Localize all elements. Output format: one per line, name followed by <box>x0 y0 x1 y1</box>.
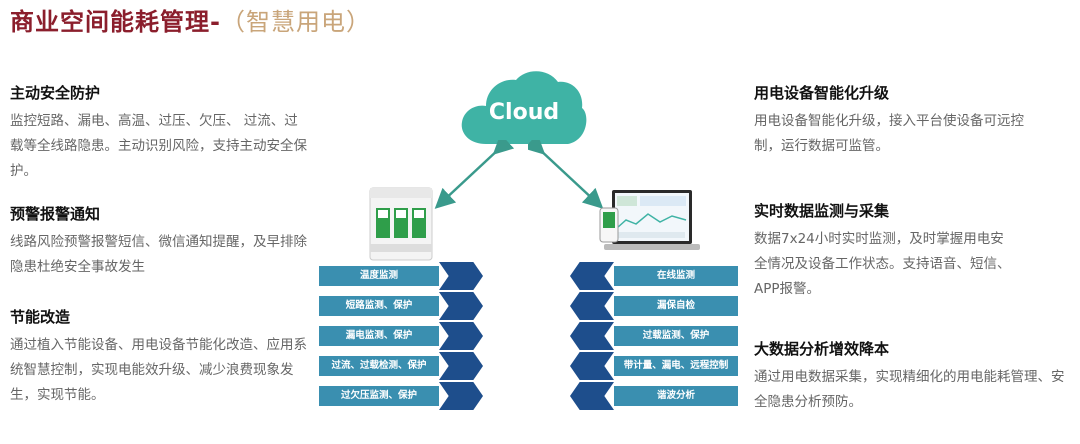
title-sub: （智慧用电） <box>220 8 371 36</box>
feature-title: 节能改造 <box>10 308 71 326</box>
hexagon-icon <box>439 352 483 380</box>
feature-desc: 通过植入节能设备、用电设备节能化改造、应用系统智慧控制，实现电能效升级、减少浪费… <box>10 337 307 403</box>
laptop-dashboard-image <box>596 188 706 260</box>
list-item: 谐波分析 <box>570 382 738 410</box>
feature-device-upgrade: 用电设备智能化升级 用电设备智能化升级，接入平台使设备可远控制，运行数据可监管。 <box>754 82 1044 159</box>
feature-alarm-notify: 预警报警通知 线路风险预警报警短信、微信通知提醒，及早排除隐患杜绝安全事故发生 <box>10 203 310 280</box>
hexagon-icon <box>570 382 614 410</box>
title-main: 商业空间能耗管理- <box>10 8 221 36</box>
right-bar-label: 过载监测、保护 <box>614 326 738 346</box>
feature-energy-saving: 节能改造 通过植入节能设备、用电设备节能化改造、应用系统智慧控制，实现电能效升级… <box>10 306 310 408</box>
left-bar-label: 漏电监测、保护 <box>319 326 439 346</box>
list-item: 短路监测、保护 <box>319 292 483 320</box>
list-item: 带计量、漏电、远程控制 <box>570 352 738 380</box>
left-bar-label: 短路监测、保护 <box>319 296 439 316</box>
right-bar-label: 谐波分析 <box>614 386 738 406</box>
feature-title: 用电设备智能化升级 <box>754 84 890 102</box>
feature-desc: 数据7x24小时实时监测，及时掌握用电安全情况及设备工作状态。支持语音、短信、A… <box>754 231 1011 297</box>
left-bar-label: 温度监测 <box>319 266 439 286</box>
feature-title: 预警报警通知 <box>10 205 101 223</box>
hexagon-icon <box>570 322 614 350</box>
feature-title: 大数据分析增效降本 <box>754 340 890 358</box>
hexagon-icon <box>570 352 614 380</box>
hexagon-icon <box>439 262 483 290</box>
circuit-breaker-image <box>366 186 436 266</box>
list-item: 漏保自检 <box>570 292 738 320</box>
feature-active-protection: 主动安全防护 监控短路、漏电、高温、过压、欠压、 过流、过载等全线路隐患。主动识… <box>10 82 310 184</box>
right-bar-label: 在线监测 <box>614 266 738 286</box>
feature-title: 实时数据监测与采集 <box>754 202 890 220</box>
hexagon-icon <box>439 382 483 410</box>
feature-desc: 线路风险预警报警短信、微信通知提醒，及早排除隐患杜绝安全事故发生 <box>10 234 307 275</box>
list-item: 过流、过载检测、保护 <box>319 352 483 380</box>
hexagon-icon <box>439 322 483 350</box>
feature-title: 主动安全防护 <box>10 84 101 102</box>
feature-desc: 用电设备智能化升级，接入平台使设备可远控制，运行数据可监管。 <box>754 113 1024 154</box>
left-bar-label: 过流、过载检测、保护 <box>319 356 439 376</box>
feature-desc: 监控短路、漏电、高温、过压、欠压、 过流、过载等全线路隐患。主动识别风险，支持主… <box>10 113 307 179</box>
list-item: 温度监测 <box>319 262 483 290</box>
hexagon-icon <box>439 292 483 320</box>
right-bar-label: 漏保自检 <box>614 296 738 316</box>
hexagon-icon <box>570 292 614 320</box>
feature-realtime-monitor: 实时数据监测与采集 数据7x24小时实时监测，及时掌握用电安全情况及设备工作状态… <box>754 200 1014 302</box>
hexagon-icon <box>570 262 614 290</box>
right-bar-label: 带计量、漏电、远程控制 <box>614 356 738 376</box>
page-title: 商业空间能耗管理-（智慧用电） <box>10 2 371 37</box>
cloud-icon: Cloud <box>458 66 590 150</box>
list-item: 过欠压监测、保护 <box>319 382 483 410</box>
feature-desc: 通过用电数据采集，实现精细化的用电能耗管理、安全隐患分析预防。 <box>754 369 1065 410</box>
cloud-label: Cloud <box>488 100 560 125</box>
list-item: 在线监测 <box>570 262 738 290</box>
left-bar-label: 过欠压监测、保护 <box>319 386 439 406</box>
double-arrow-left-icon <box>434 140 515 209</box>
list-item: 漏电监测、保护 <box>319 322 483 350</box>
double-arrow-right-icon <box>528 140 604 209</box>
feature-bigdata-analysis: 大数据分析增效降本 通过用电数据采集，实现精细化的用电能耗管理、安全隐患分析预防… <box>754 338 1074 415</box>
list-item: 过载监测、保护 <box>570 322 738 350</box>
